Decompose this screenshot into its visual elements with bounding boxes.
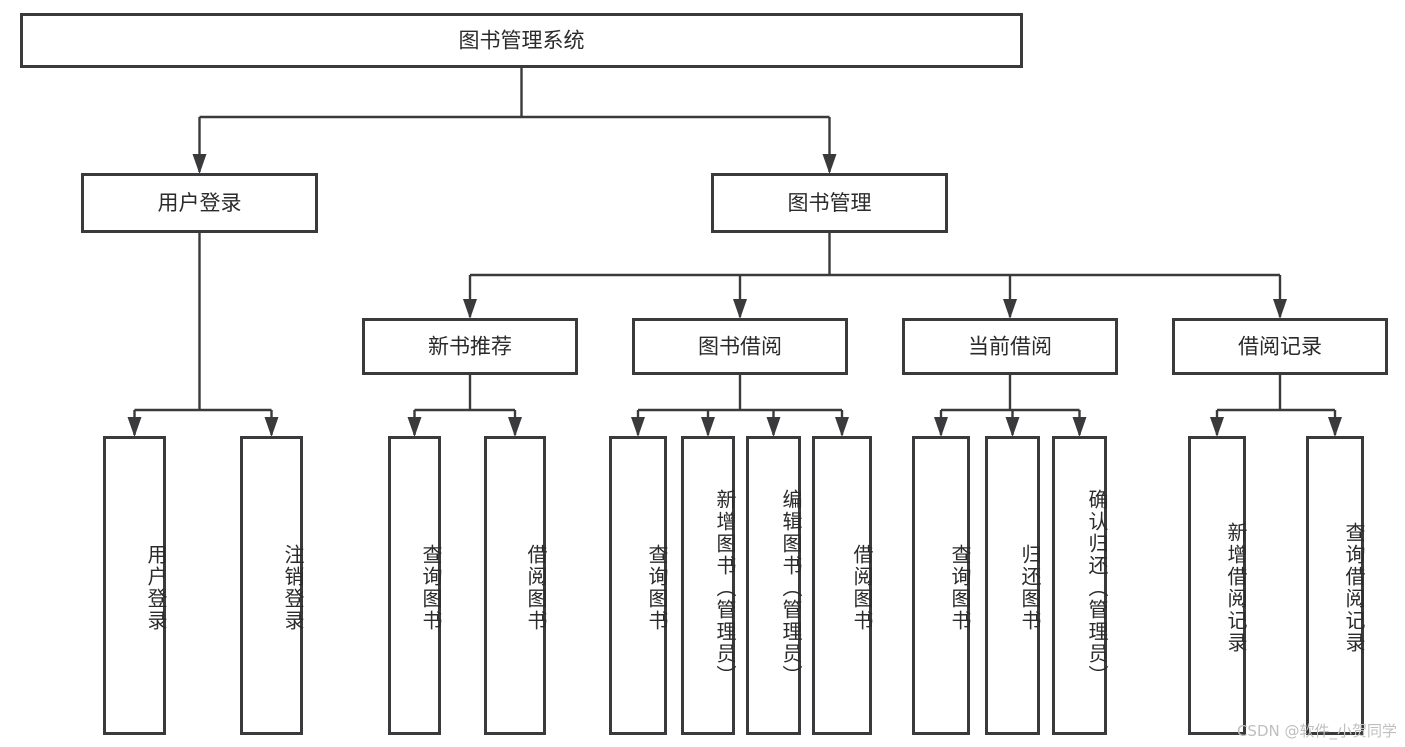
undefined[interactable] xyxy=(1188,436,1246,735)
arrow-head-icon xyxy=(701,417,715,437)
undefined[interactable] xyxy=(985,436,1040,735)
arrow-head-icon xyxy=(766,417,781,437)
arrow-head-icon xyxy=(407,417,422,437)
arrow-head-icon xyxy=(1005,417,1020,437)
arrow-head-icon xyxy=(822,154,837,174)
undefined[interactable] xyxy=(362,318,578,375)
arrow-head-icon xyxy=(1210,417,1224,437)
connector-links xyxy=(127,68,1342,437)
arrow-head-icon xyxy=(631,417,645,437)
arrow-head-icon xyxy=(1328,417,1342,437)
undefined[interactable] xyxy=(902,318,1118,375)
level2-node-label-1: 图书管理 xyxy=(788,191,872,215)
level3-node-label-3: 借阅记录 xyxy=(1238,335,1322,359)
undefined[interactable] xyxy=(609,436,667,735)
undefined[interactable] xyxy=(1052,436,1107,735)
arrow-head-icon xyxy=(1273,299,1287,319)
arrow-head-icon xyxy=(508,417,522,437)
undefined[interactable] xyxy=(20,13,1023,68)
undefined[interactable] xyxy=(1172,318,1388,375)
undefined[interactable] xyxy=(711,173,948,233)
undefined[interactable] xyxy=(388,436,441,735)
undefined[interactable] xyxy=(240,436,303,735)
arrow-head-icon xyxy=(463,299,477,319)
undefined[interactable] xyxy=(632,318,848,375)
level3-node-label-2: 当前借阅 xyxy=(968,335,1052,359)
arrow-head-icon xyxy=(192,154,207,174)
undefined[interactable] xyxy=(812,436,872,735)
undefined[interactable] xyxy=(484,436,546,735)
undefined[interactable] xyxy=(746,436,801,735)
undefined[interactable] xyxy=(912,436,970,735)
arrow-head-icon xyxy=(1072,417,1087,437)
undefined[interactable] xyxy=(103,436,166,735)
level3-node-label-0: 新书推荐 xyxy=(428,335,512,359)
arrow-head-icon xyxy=(1003,299,1017,319)
arrow-head-icon xyxy=(934,417,948,437)
arrow-head-icon xyxy=(835,417,849,437)
arrow-head-icon xyxy=(264,417,279,437)
arrow-head-icon xyxy=(733,299,747,319)
undefined[interactable] xyxy=(681,436,735,735)
undefined[interactable] xyxy=(1306,436,1364,735)
undefined[interactable] xyxy=(81,173,318,233)
arrow-head-icon xyxy=(127,417,142,437)
level3-node-label-1: 图书借阅 xyxy=(698,335,782,359)
csdn-watermark: CSDN @软件_小贺同学 xyxy=(1236,722,1397,740)
level2-node-label-0: 用户登录 xyxy=(158,191,242,215)
root-node-label: 图书管理系统 xyxy=(459,29,585,53)
